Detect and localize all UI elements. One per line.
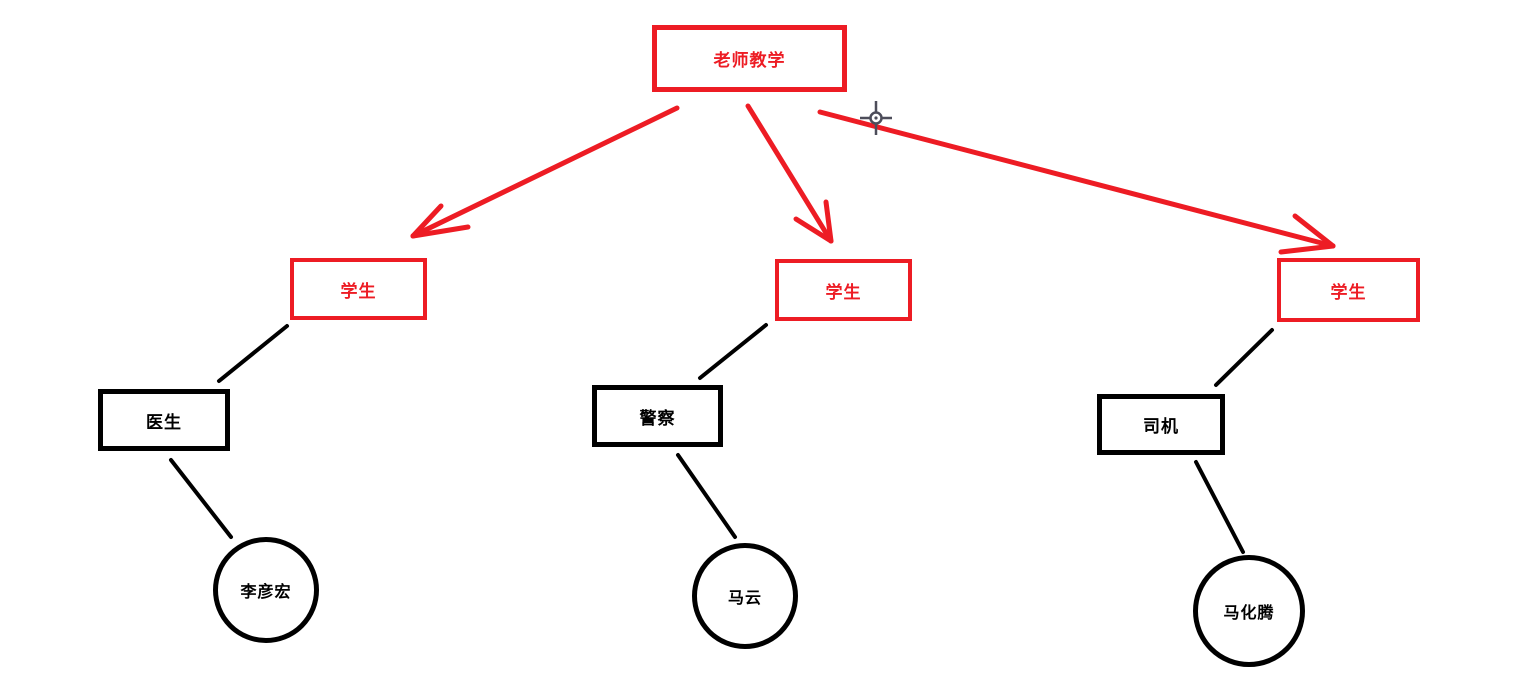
edge-student-3-to-prof-3: [1214, 328, 1274, 387]
arrow-root-to-student-2-shaft: [745, 103, 834, 244]
node-student-3-label: 学生: [1330, 282, 1367, 303]
node-person-mayun-label: 马云: [727, 588, 762, 607]
node-teacher-label: 老师教学: [713, 51, 786, 71]
node-teacher: 老师教学: [652, 25, 847, 92]
arrow-root-to-student-1-barb-a: [410, 203, 444, 239]
node-doctor: 医生: [98, 389, 230, 451]
arrow-root-to-student-1-shaft: [410, 105, 680, 239]
node-person-mayun: 马云: [692, 543, 798, 649]
node-police: 警察: [592, 385, 723, 447]
arrow-root-to-student-3-shaft: [817, 109, 1336, 249]
node-police-label: 警察: [639, 408, 676, 429]
arrow-root-to-student-2-barb-a: [793, 216, 834, 244]
node-driver: 司机: [1097, 394, 1225, 455]
arrow-root-to-student-3-barb-a: [1292, 213, 1336, 249]
node-person-mahuateng-label: 马化腾: [1223, 603, 1275, 622]
node-student-3: 学生: [1277, 258, 1420, 322]
node-person-mahuateng: 马化腾: [1193, 555, 1305, 667]
node-person-liyanhong: 李彦宏: [213, 537, 319, 643]
edge-prof-1-to-person-1: [169, 458, 233, 539]
node-student-1: 学生: [290, 258, 427, 320]
node-student-2-label: 学生: [825, 282, 862, 303]
arrow-root-to-student-1-barb-b: [410, 224, 471, 239]
node-student-2: 学生: [775, 259, 912, 321]
edge-prof-2-to-person-2: [676, 453, 737, 539]
node-person-liyanhong-label: 李彦宏: [240, 582, 292, 601]
arrow-root-to-student-2-barb-b: [823, 199, 834, 244]
edge-student-1-to-prof-1: [217, 324, 289, 383]
node-student-1-label: 学生: [340, 281, 377, 302]
node-doctor-label: 医生: [146, 412, 182, 433]
node-driver-label: 司机: [1143, 417, 1179, 437]
edge-prof-3-to-person-3: [1194, 460, 1245, 554]
arrow-root-to-student-3-barb-b: [1278, 243, 1336, 255]
edge-student-2-to-prof-2: [698, 323, 768, 380]
